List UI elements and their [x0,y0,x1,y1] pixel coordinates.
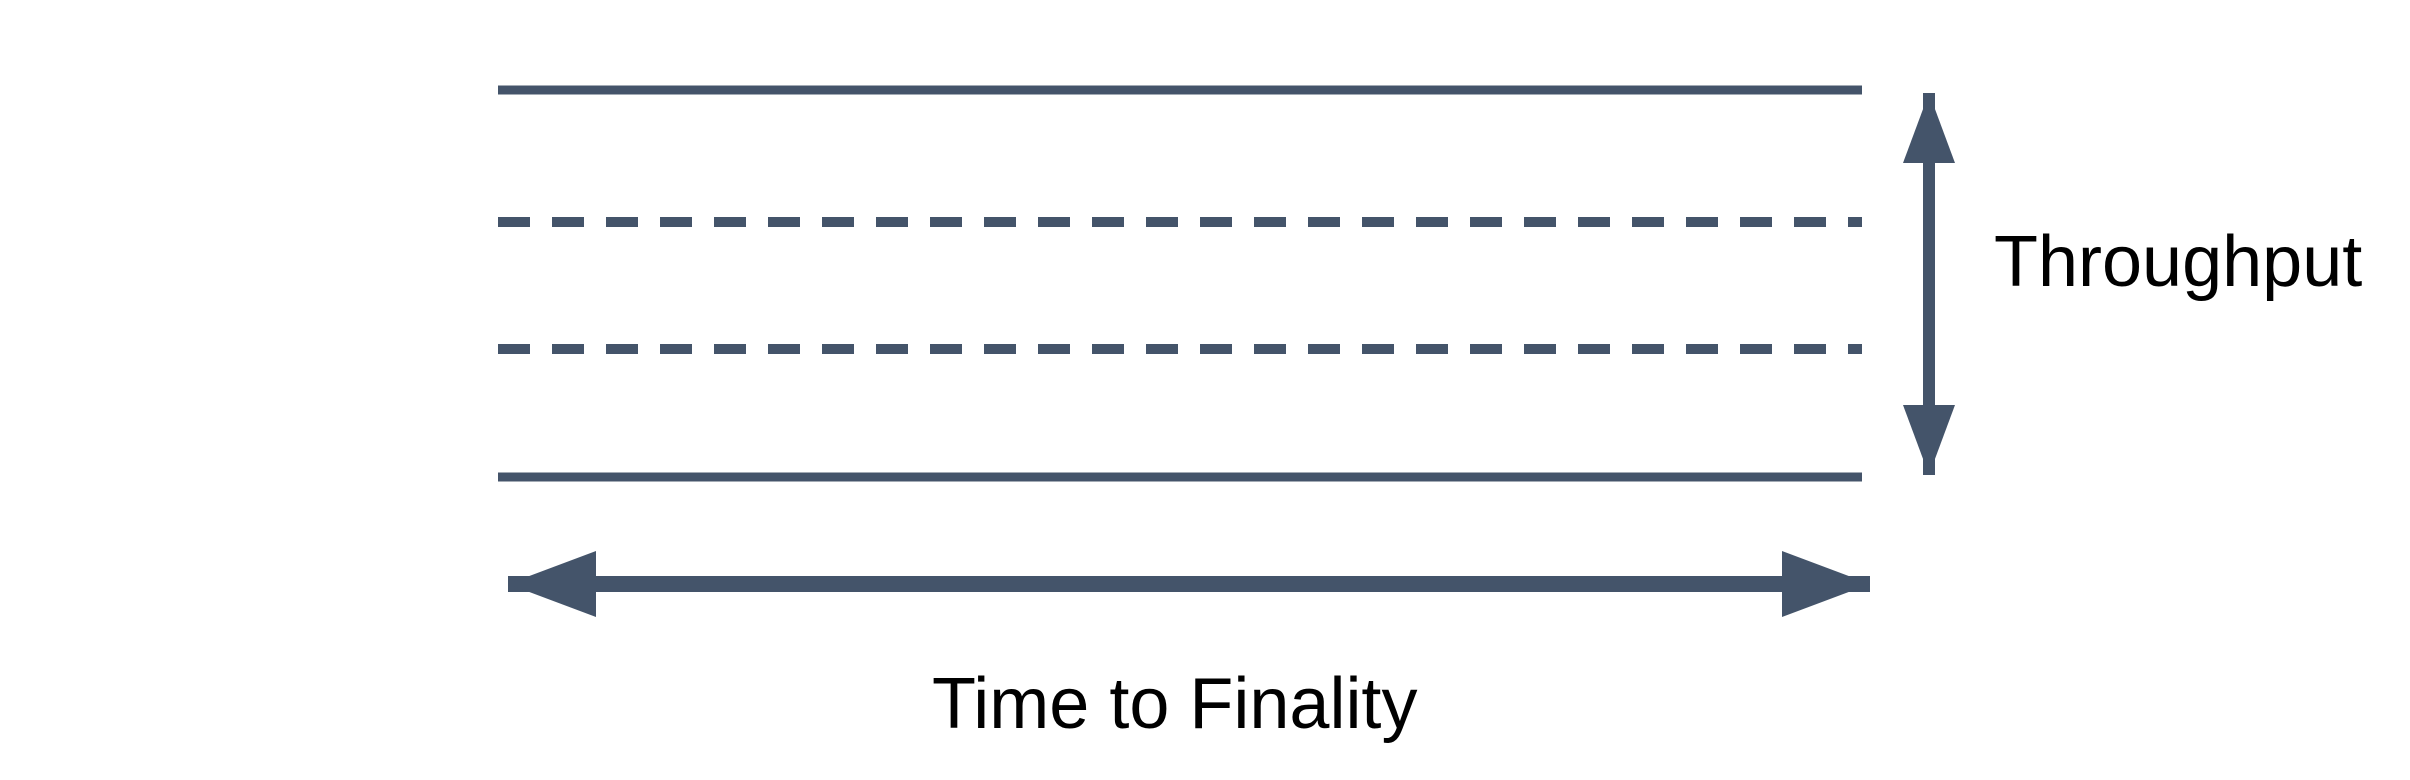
time-to-finality-label: Time to Finality [932,664,1418,744]
lane-lines [498,85,1862,482]
double-arrow-horizontal-icon [508,551,1870,617]
double-arrow-vertical-icon [1903,93,1955,475]
throughput-label: Throughput [1994,222,2363,302]
